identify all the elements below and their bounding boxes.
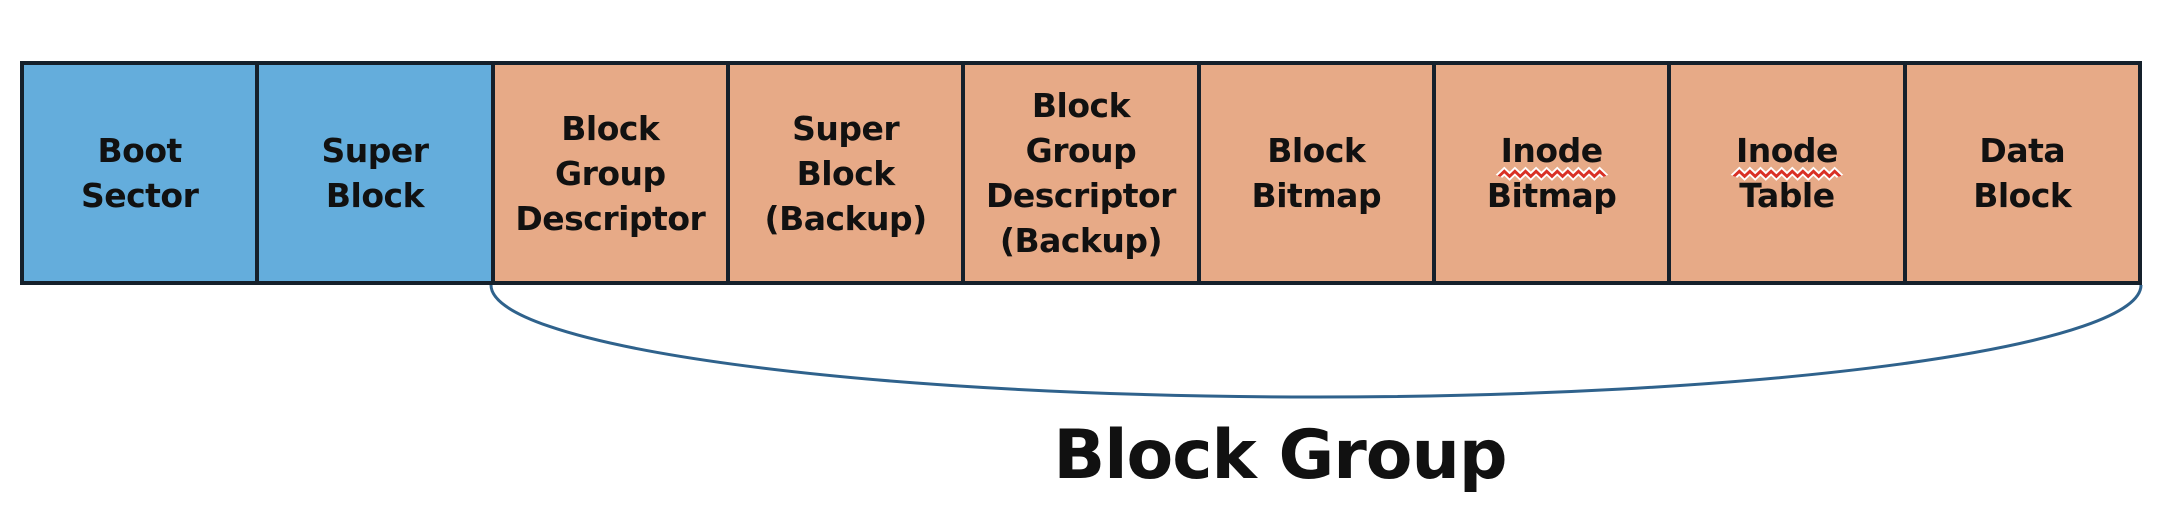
box-label-line: (Backup)	[999, 221, 1163, 260]
misspelled-word: Inode	[1495, 128, 1608, 181]
box-label-line: Inode	[1730, 128, 1844, 181]
box-label-line: Descriptor	[986, 176, 1176, 215]
box-label-line: Data	[1979, 131, 2066, 170]
box-label-line: Sector	[80, 176, 199, 215]
brace-arc-path	[489, 284, 2143, 399]
misspelled-word: Inode	[1730, 128, 1844, 181]
box-label-line: Block	[325, 176, 425, 215]
spellcheck-squiggle-icon	[1495, 166, 1608, 181]
box-label-line: (Backup)	[764, 198, 928, 238]
box-label-line: Group	[554, 153, 666, 193]
block-group-brace	[489, 284, 2143, 399]
box-label-line: Super	[792, 108, 900, 148]
box-label-line: Inode	[1495, 128, 1608, 181]
box-label-line: Super	[321, 131, 429, 170]
box-label-line: Block	[1973, 176, 2072, 215]
box-label-line: Table	[1739, 176, 1835, 215]
block-group-caption: Block Group	[1053, 416, 1507, 495]
box-label-line: Group	[1025, 131, 1137, 170]
box-label-line: Block	[1267, 131, 1366, 170]
box-label-line: Bitmap	[1251, 176, 1382, 215]
box-label-line: Boot	[97, 131, 183, 170]
box-label-line: Block	[1031, 86, 1131, 125]
box-label-line: Block	[561, 108, 660, 148]
box-label-line: Descriptor	[515, 198, 706, 238]
box-label-line: Block	[796, 153, 896, 193]
box-label-line: Bitmap	[1486, 176, 1617, 215]
spellcheck-squiggle-icon	[1730, 166, 1844, 181]
